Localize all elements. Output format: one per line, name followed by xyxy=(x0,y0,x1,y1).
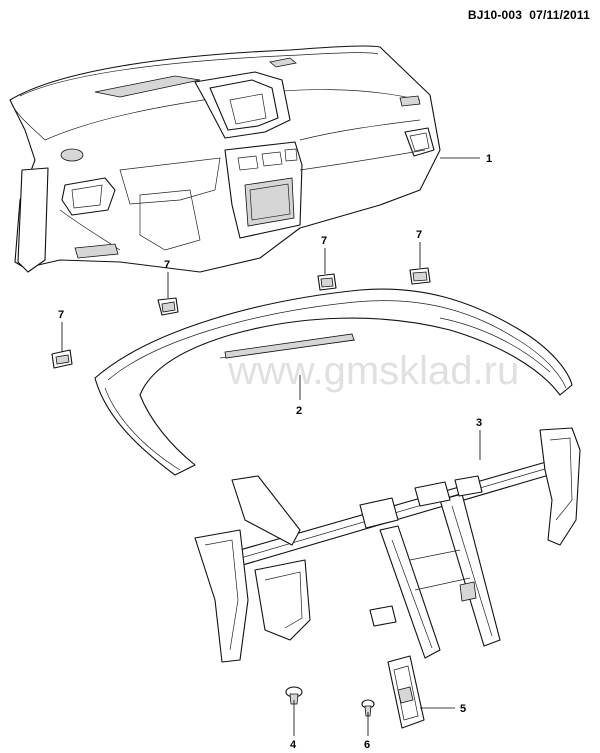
callout-7: 7 xyxy=(164,259,170,271)
panel-pad-icon xyxy=(94,288,573,476)
bolt-icon xyxy=(285,686,303,705)
watermark-text: www.gmsklad.ru xyxy=(227,349,519,393)
callout-7: 7 xyxy=(416,229,422,241)
clip-icon xyxy=(317,273,337,291)
callout-2: 2 xyxy=(296,405,302,417)
cross-car-beam-icon xyxy=(194,427,581,663)
screw-icon xyxy=(361,699,375,717)
callout-6: 6 xyxy=(364,739,370,751)
bracket-icon xyxy=(387,655,425,729)
clip-icon xyxy=(157,297,179,316)
clip-icon xyxy=(409,267,431,285)
diagram-date: 07/11/2011 xyxy=(529,8,590,22)
callout-4: 4 xyxy=(290,739,297,751)
callout-7: 7 xyxy=(58,309,64,321)
instrument-panel-icon xyxy=(9,45,441,273)
leader-lines xyxy=(61,157,481,736)
diagram-header: BJ10-003 07/11/2011 xyxy=(468,8,590,22)
reference-code: BJ10-003 xyxy=(467,8,523,22)
callout-7: 7 xyxy=(321,235,327,247)
callout-5: 5 xyxy=(460,703,466,715)
callout-3: 3 xyxy=(476,417,482,429)
callout-1: 1 xyxy=(486,153,492,165)
clip-icon xyxy=(51,349,73,369)
